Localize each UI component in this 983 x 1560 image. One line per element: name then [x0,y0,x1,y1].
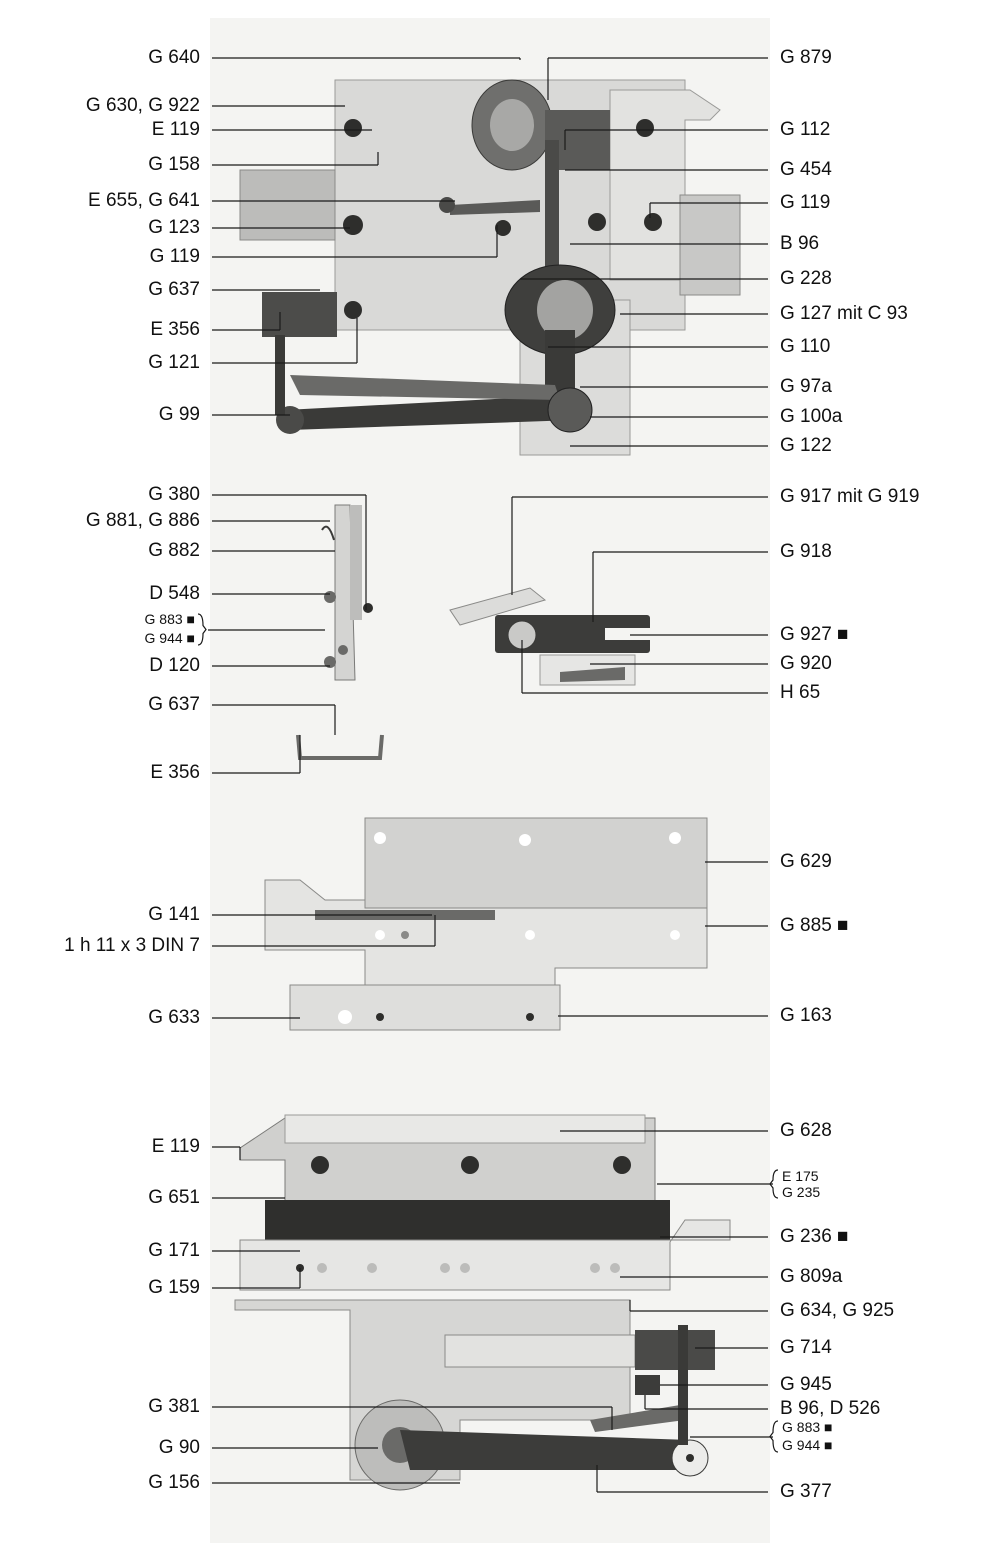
callout-label-right: G 945 [780,1374,832,1395]
callout-label-left: G 171 [148,1240,200,1261]
callout-label-right: G 917 mit G 919 [780,486,920,507]
callout-label-right: G 122 [780,435,832,456]
assembly-4 [234,1114,731,1491]
callout-label-left: G 90 [158,1437,200,1458]
callout-label-left: G 944 ■ [144,630,195,646]
callout-label-right: G 885 ■ [780,915,849,936]
callout-label-left: G 651 [148,1187,200,1208]
callout-label-left: G 99 [158,404,200,425]
callout-label-left: E 119 [151,1136,200,1157]
callout-label-left: G 882 [148,540,200,561]
callout-label-right: G 377 [780,1481,832,1502]
callout-label-right: G 228 [780,268,832,289]
callout-label-right: G 628 [780,1120,832,1141]
callout-label-left: G 881, G 886 [85,510,200,531]
callout-label-right: G 809a [780,1266,843,1287]
callout-label-left: G 637 [148,279,200,300]
callout-label-left: G 640 [148,47,200,68]
callout-label-left: D 548 [149,583,200,604]
callout-label-right: B 96, D 526 [780,1398,881,1419]
callout-label-left: E 356 [150,762,200,783]
group-brace [197,613,207,646]
callout-label-right: G 927 ■ [780,624,849,645]
leader-lines [197,57,779,1493]
assembly-3 [264,817,708,1031]
callout-label-left: E 356 [150,319,200,340]
callout-label-left: E 119 [151,119,200,140]
callout-label-left: G 381 [148,1396,200,1417]
callout-label-right: H 65 [780,682,821,703]
callout-label-right: G 235 [782,1184,821,1200]
callout-label-left: G 637 [148,694,200,715]
callout-label-right: G 110 [780,336,831,357]
callout-label-left: G 380 [148,484,200,505]
callout-label-right: G 918 [780,541,832,562]
callout-label-right: E 175 [782,1168,819,1184]
callout-label-left: G 159 [148,1277,200,1298]
callout-label-right: G 100a [780,406,843,427]
callout-label-right: B 96 [780,233,820,254]
callout-label-right: G 634, G 925 [780,1300,895,1321]
callout-label-right: G 944 ■ [782,1437,833,1453]
callout-label-left: E 655, G 641 [88,190,200,211]
callout-label-right: G 97a [780,376,832,397]
callout-label-right: G 163 [780,1005,832,1026]
callout-label-left: G 119 [149,246,200,267]
assembly-2 [296,504,650,760]
callout-label-left: G 158 [148,154,200,175]
callout-label-right: G 920 [780,653,832,674]
callout-label-left: D 120 [149,655,200,676]
callout-label-right: G 127 mit C 93 [780,303,908,324]
callout-label-right: G 454 [780,159,832,180]
callout-label-right: G 714 [780,1337,832,1358]
callout-label-left: G 630, G 922 [85,95,200,116]
callout-label-right: G 119 [780,192,831,213]
callout-label-right: G 112 [780,119,831,140]
callout-label-right: G 236 ■ [780,1226,849,1247]
callout-label-left: G 633 [148,1007,200,1028]
callout-label-right: G 879 [780,47,832,68]
callout-label-left: 1 h 11 x 3 DIN 7 [64,935,200,956]
callout-label-left: G 156 [148,1472,200,1493]
callout-label-left: G 141 [148,904,200,925]
callout-label-right: G 883 ■ [782,1419,833,1435]
callout-label-left: G 121 [148,352,200,373]
callout-label-left: G 883 ■ [144,611,195,627]
callout-label-left: G 123 [148,217,200,238]
callout-label-right: G 629 [780,851,832,872]
